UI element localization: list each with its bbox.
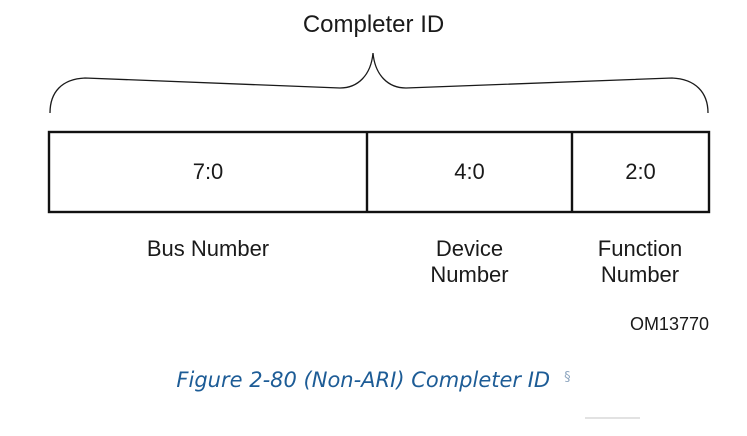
brace <box>49 52 709 114</box>
bus-number-label: Bus Number <box>108 236 308 262</box>
label-line: Function <box>597 236 683 261</box>
device-number-label: Device Number <box>392 236 547 288</box>
figure-caption: Figure 2-80 (Non-ARI) Completer ID § <box>0 368 747 392</box>
diagram-title: Completer ID <box>302 11 445 38</box>
caption-text: Figure 2-80 (Non-ARI) Completer ID <box>176 368 551 392</box>
label-line: Number <box>430 262 509 287</box>
label-line: Device <box>435 236 504 261</box>
label-line: Number <box>600 262 680 287</box>
figure-id: OM13770 <box>629 314 709 334</box>
function-number-bits: 2:0 <box>625 159 656 184</box>
caption-underline <box>585 417 640 419</box>
register-box <box>47 130 711 214</box>
function-number-label: Function Number <box>565 236 715 288</box>
label-line: Bus Number <box>146 236 270 261</box>
bus-number-bits: 7:0 <box>192 159 224 184</box>
device-number-bits: 4:0 <box>454 159 485 184</box>
section-link-icon[interactable]: § <box>564 370 571 385</box>
